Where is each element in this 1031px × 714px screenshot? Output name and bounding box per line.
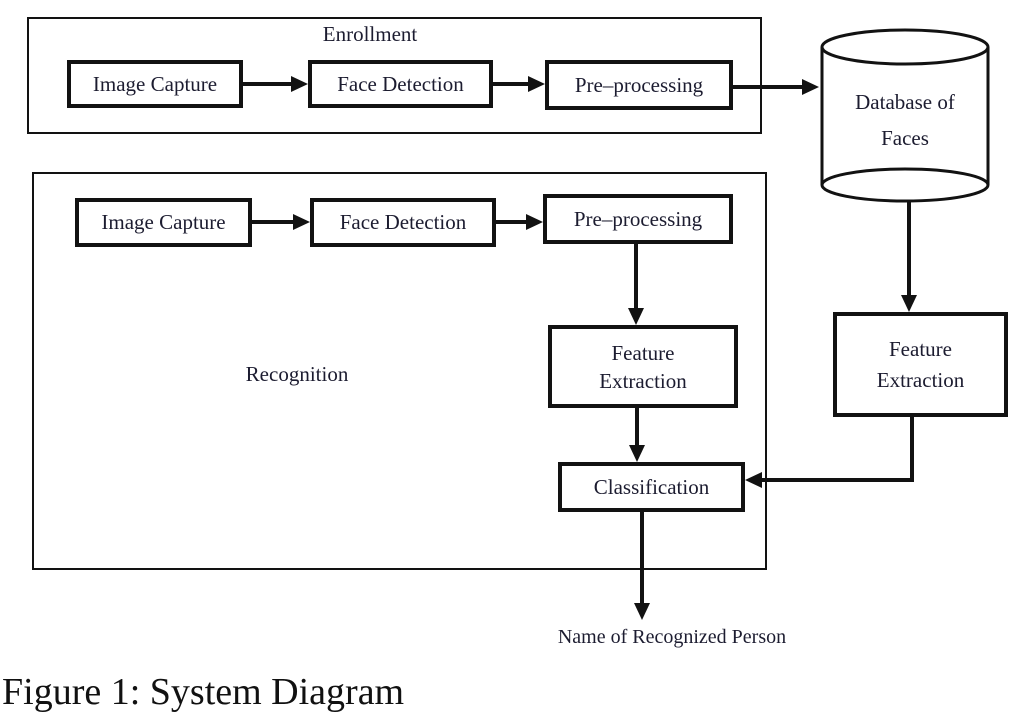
enrollment-group-box: [27, 17, 762, 134]
arrow-classification-to-output-shaft: [640, 512, 644, 603]
enrollment-pre-processing-label: Pre–processing: [574, 72, 704, 97]
recognition-image-capture-label: Image Capture: [101, 210, 226, 234]
recognition-face-detection-label: Face Detection: [339, 210, 467, 234]
arrow-feature-extraction-to-classification-head-icon: [629, 445, 645, 462]
recognition-label: Recognition: [245, 362, 349, 386]
arrow-feature-extraction-to-classification-shaft: [635, 408, 639, 445]
enrollment-face-detection-box: Face Detection: [308, 60, 493, 108]
recognition-pre-processing-box: Pre–processing: [543, 194, 733, 244]
recognition-feature-extraction-box: Feature Extraction: [548, 325, 738, 408]
classification-label: Classification: [593, 474, 710, 499]
feature-extraction-db-label-line2: Extraction: [876, 367, 965, 392]
figure-caption: Figure 1: System Diagram: [2, 671, 405, 713]
arrow-database-to-feature-extraction-head-icon: [901, 295, 917, 312]
connector-dbfeature-to-classification-head-icon: [745, 472, 762, 488]
feature-extraction-db-label-line1: Feature: [889, 336, 952, 361]
database-cylinder-icon: [820, 28, 990, 203]
arrow-enroll-capture-to-detection-shaft: [243, 82, 291, 86]
output-label: Name of Recognized Person: [557, 626, 787, 648]
arrow-preprocessing-to-feature-extraction-shaft: [634, 244, 638, 308]
recognition-feature-extraction-label-line1: Feature: [611, 340, 675, 365]
enrollment-pre-processing-box: Pre–processing: [545, 60, 733, 110]
enrollment-image-capture-label: Image Capture: [92, 71, 218, 96]
arrow-enroll-detection-to-preprocessing-head-icon: [528, 76, 545, 92]
connector-dbfeature-to-classification-vertical: [910, 417, 914, 482]
arrow-recog-detection-to-preprocessing-head-icon: [526, 214, 543, 230]
arrow-preprocessing-to-feature-extraction-head-icon: [628, 308, 644, 325]
database-of-faces-label: Database of Faces: [822, 84, 988, 156]
database-label-line2: Faces: [881, 126, 929, 150]
recognition-group-box: [32, 172, 767, 570]
arrow-recog-capture-to-detection-shaft: [252, 220, 293, 224]
arrow-recog-detection-to-preprocessing-shaft: [496, 220, 526, 224]
recognition-feature-extraction-label-line2: Extraction: [599, 368, 687, 393]
figure-page: { "colors": { "line": "#121212", "text":…: [2, 17, 1008, 713]
recognition-face-detection-box: Face Detection: [310, 198, 496, 247]
feature-extraction-db-box: Feature Extraction: [833, 312, 1008, 417]
arrow-preprocessing-to-database-head-icon: [802, 79, 819, 95]
enrollment-face-detection-label: Face Detection: [337, 71, 464, 96]
arrow-database-to-feature-extraction-shaft: [907, 202, 911, 296]
database-label-line1: Database of: [855, 90, 955, 114]
arrow-classification-to-output-head-icon: [634, 603, 650, 620]
recognition-image-capture-box: Image Capture: [75, 198, 252, 247]
connector-dbfeature-to-classification-horizontal: [762, 478, 914, 482]
arrow-enroll-capture-to-detection-head-icon: [291, 76, 308, 92]
arrow-preprocessing-to-database-shaft: [733, 85, 802, 89]
arrow-enroll-detection-to-preprocessing-shaft: [493, 82, 528, 86]
classification-box: Classification: [558, 462, 745, 512]
arrow-recog-capture-to-detection-head-icon: [293, 214, 310, 230]
recognition-pre-processing-label: Pre–processing: [573, 206, 703, 231]
enrollment-image-capture-box: Image Capture: [67, 60, 243, 108]
enrollment-label: Enrollment: [322, 22, 418, 46]
